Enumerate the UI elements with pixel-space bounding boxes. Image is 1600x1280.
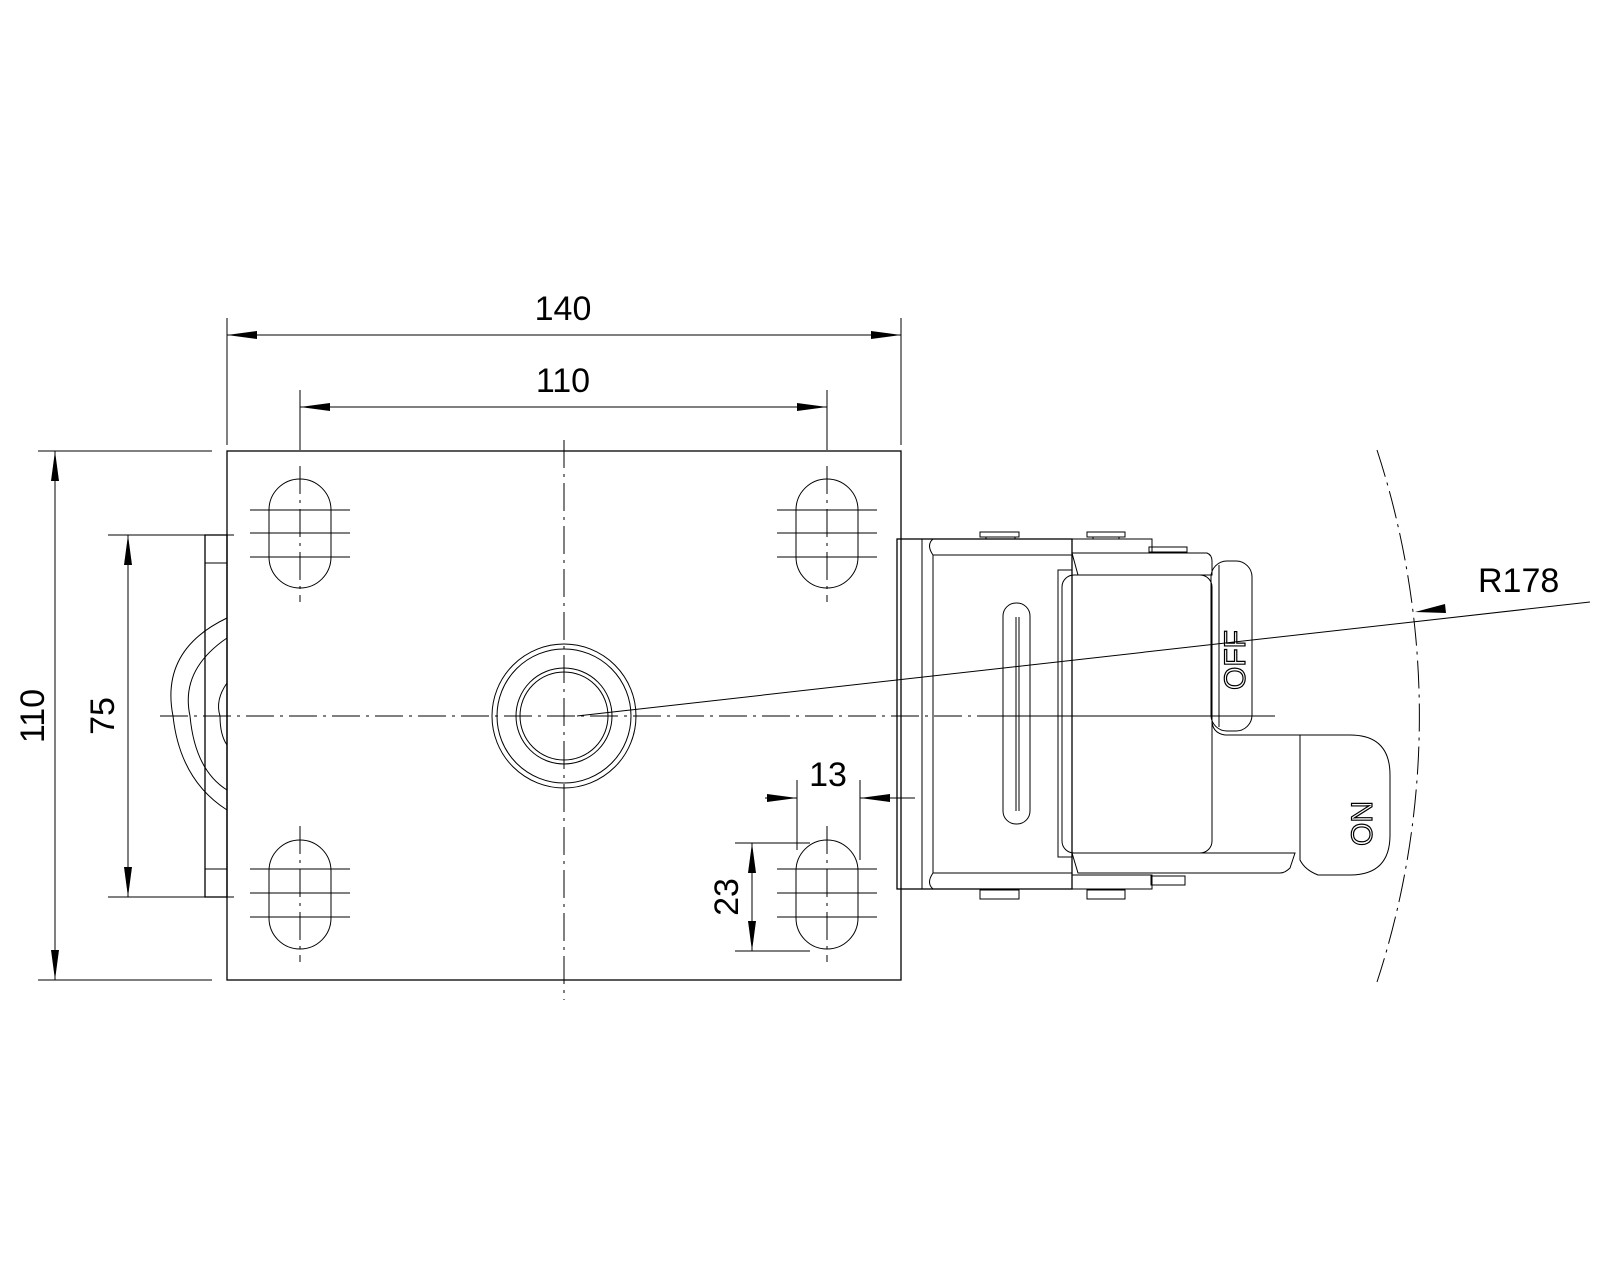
dimension-13: 13 [765,756,915,860]
svg-text:110: 110 [536,362,590,400]
slot-top-left [250,466,350,602]
radius-dimension-text: R178 [1478,562,1559,600]
dimension-140: 140 [226,290,902,445]
svg-text:140: 140 [535,290,592,328]
dimension-110-horizontal: 110 [299,362,828,450]
dimension-110-vertical: 110 [14,450,212,981]
radius-leader-line [576,601,1591,717]
brake-slot [1002,602,1031,825]
brake-mechanism: OFF ON [896,531,1391,900]
svg-text:23: 23 [708,878,746,916]
brake-on-pedal [1225,734,1391,876]
off-label: OFF [1219,630,1252,690]
swivel-radius-arc [1376,449,1420,983]
slot-bottom-left [250,826,350,962]
slot-bottom-right [777,826,877,962]
center-kingpin-boss [491,643,637,789]
svg-text:75: 75 [84,697,122,735]
svg-text:110: 110 [14,689,52,743]
brake-off-pedal [1210,560,1253,732]
svg-text:13: 13 [809,756,847,794]
on-label: ON [1346,801,1379,846]
dimension-23: 23 [708,842,810,952]
dimension-75: 75 [84,534,234,898]
slot-top-right [777,466,877,602]
mounting-slots [250,466,877,962]
